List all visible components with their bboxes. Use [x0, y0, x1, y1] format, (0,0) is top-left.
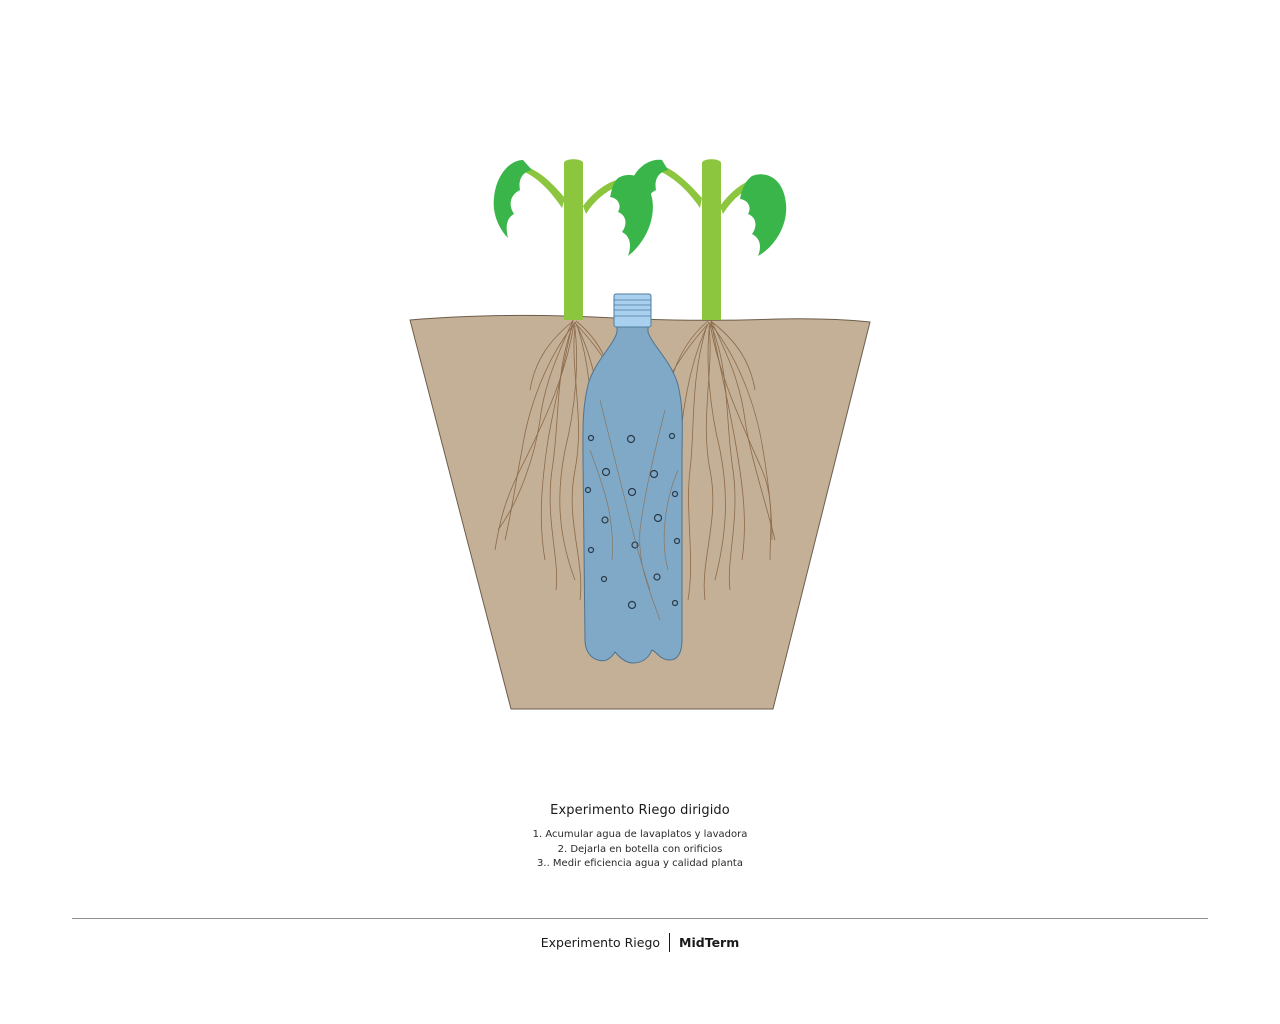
bottle-holes [584, 432, 681, 610]
bottle-cap [613, 293, 652, 328]
watering-experiment-illustration [409, 159, 871, 710]
bottle-body [582, 325, 683, 664]
footer-divider [72, 918, 1208, 919]
right-plant [626, 159, 787, 320]
footer-project-name: Experimento Riego [540, 935, 661, 950]
right-plant-right-leaf [740, 174, 787, 256]
caption-steps: 1. Acumular agua de lavaplatos y lavador… [0, 828, 1280, 872]
water-bottle [582, 293, 683, 664]
right-plant-stem [702, 159, 721, 320]
step-1: 1. Acumular agua de lavaplatos y lavador… [532, 829, 748, 840]
left-plant-stem [564, 159, 583, 320]
right-plant-left-branch [657, 164, 702, 208]
footer-course-label: MidTerm [679, 935, 740, 950]
left-plant-left-leaf [493, 160, 532, 238]
footer-separator [669, 933, 671, 952]
footer: Experimento Riego MidTerm [0, 933, 1280, 952]
step-2: 2. Dejarla en botella con orificios [557, 843, 723, 855]
step-3: 3.. Medir eficiencia agua y calidad plan… [537, 858, 743, 869]
right-plant-left-leaf [626, 159, 668, 236]
caption-title: Experimento Riego dirigido [550, 803, 730, 818]
